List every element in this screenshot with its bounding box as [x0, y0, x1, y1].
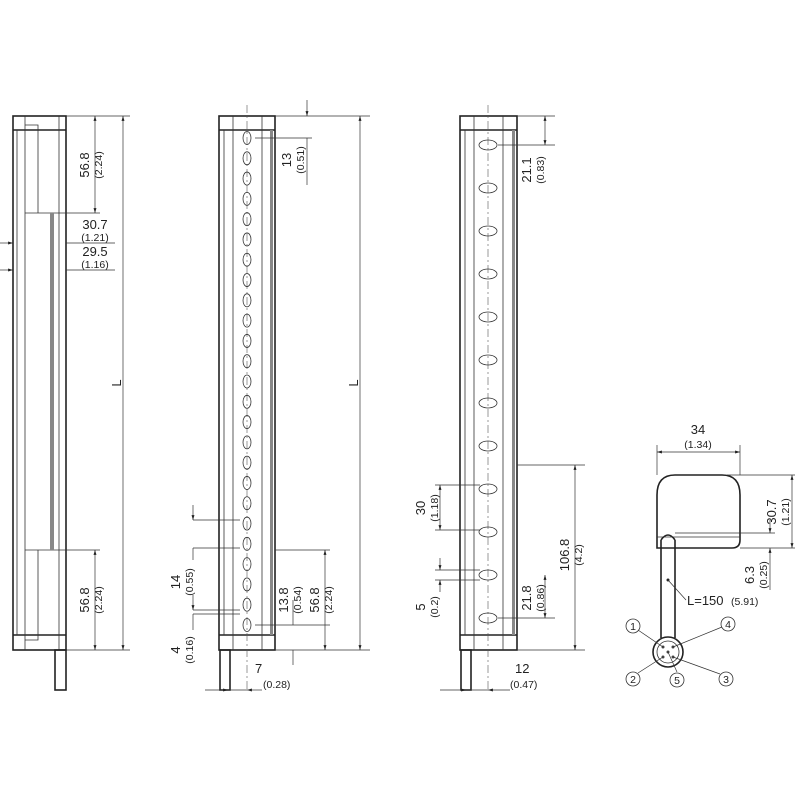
led-lens	[478, 569, 498, 581]
led-lens	[242, 131, 252, 145]
dim-bottom-length: 56.8	[307, 587, 322, 612]
dim-width: 34	[691, 422, 705, 437]
end-view: 34 (1.34) 30.7 (1.21) 6.3 (0.25) L=150 (…	[625, 422, 795, 688]
dim-width-a-in: (1.21)	[81, 232, 108, 244]
led-lens	[478, 612, 498, 624]
pin-3-label: 3	[718, 671, 734, 687]
dim-bottom-length-in: (2.24)	[93, 586, 105, 613]
led-lens	[478, 182, 498, 194]
dim-center-in: (0.28)	[263, 679, 290, 691]
led-column	[242, 131, 252, 632]
dim-top-length-in: (2.24)	[93, 151, 105, 178]
led-lens	[242, 191, 252, 206]
dim-pitch-in: (0.55)	[184, 568, 196, 595]
dim-top-length: 56.8	[77, 152, 92, 177]
dim-total-length: L	[109, 379, 124, 386]
led-lens	[478, 526, 498, 538]
dim-total-length: L	[346, 379, 361, 386]
led-lens	[242, 618, 252, 632]
dim-center: 12	[515, 661, 529, 676]
side-view: 56.8 (2.24) 30.7 (1.21) 29.5 (1.16) L 56…	[0, 115, 130, 691]
dim-height: 30.7	[764, 499, 779, 524]
dim-top-offset-in: (0.83)	[535, 156, 547, 183]
dim-width-b: 29.5	[82, 244, 107, 259]
dim-top-offset: 21.1	[519, 157, 534, 182]
dim-bottom-offset: 21.8	[519, 585, 534, 610]
dim-center: 7	[255, 661, 262, 676]
led-lens	[478, 311, 498, 323]
dim-beam-in: (0.16)	[184, 636, 196, 663]
led-lens	[478, 139, 498, 151]
dim-bottom-length-in: (4.2)	[573, 544, 585, 566]
led-lens	[242, 171, 252, 186]
led-lens	[242, 212, 252, 227]
led-lens	[242, 273, 252, 287]
front-view-dense: 13 (0.51) L 14 (0.55) 4 (0.16) 13.8 (0.5…	[168, 100, 370, 692]
svg-text:2: 2	[630, 674, 636, 686]
led-lens	[242, 415, 252, 429]
dim-width-in: (1.34)	[684, 439, 711, 451]
led-lens	[242, 374, 252, 389]
led-lens	[242, 334, 252, 348]
dim-pitch: 30	[413, 501, 428, 515]
dim-bottom-length: 106.8	[557, 539, 572, 572]
led-lens	[242, 536, 252, 551]
pin-4-label: 4	[720, 616, 736, 632]
led-lens	[242, 232, 252, 247]
dim-top-offset-in: (0.51)	[295, 146, 307, 173]
pin-1-label: 1	[625, 618, 641, 634]
led-lens	[242, 516, 252, 531]
led-lens	[242, 455, 252, 470]
svg-text:5: 5	[674, 675, 680, 687]
led-lens	[242, 354, 252, 369]
dim-bottom-offset: 13.8	[276, 587, 291, 612]
dim-beam: 4	[168, 646, 183, 653]
dim-width-b-in: (1.16)	[81, 259, 108, 271]
cable-length-in: (5.91)	[731, 596, 758, 608]
led-lens	[242, 496, 252, 511]
led-lens	[242, 313, 252, 328]
led-lens	[242, 151, 252, 166]
dim-beam: 5	[413, 603, 428, 610]
led-lens	[478, 354, 498, 366]
svg-text:3: 3	[723, 674, 729, 686]
dim-bottom-offset-in: (0.86)	[535, 584, 547, 611]
led-lens	[478, 268, 498, 280]
dim-bottom-length-in: (2.24)	[323, 586, 335, 613]
front-view-sparse: 21.1 (0.83) 30 (1.18) 5 (0.2) 21.8 (0.86…	[413, 105, 585, 692]
svg-text:1: 1	[630, 621, 636, 633]
led-lens	[478, 397, 498, 409]
dim-top-offset: 13	[279, 153, 294, 167]
cable-length: L=150	[687, 593, 724, 608]
dim-height-in: (1.21)	[780, 498, 792, 525]
pin-5-label: 5	[669, 672, 685, 688]
pin-2-label: 2	[625, 671, 641, 687]
led-lens	[242, 476, 252, 490]
led-lens	[242, 577, 252, 592]
dim-center-in: (0.47)	[510, 679, 537, 691]
led-column	[478, 139, 498, 624]
led-lens	[242, 293, 252, 308]
dim-bottom-length: 56.8	[77, 587, 92, 612]
svg-text:4: 4	[725, 619, 731, 631]
led-lens	[478, 483, 498, 495]
led-lens	[242, 252, 252, 267]
dim-beam-in: (0.2)	[429, 596, 441, 618]
dim-bottom-offset-in: (0.54)	[292, 586, 304, 613]
dim-cable-offset-in: (0.25)	[758, 561, 770, 588]
dim-width-a: 30.7	[82, 217, 107, 232]
led-lens	[242, 557, 252, 572]
dim-cable-offset: 6.3	[742, 566, 757, 584]
dim-pitch: 14	[168, 575, 183, 589]
led-lens	[242, 597, 252, 612]
dim-pitch-in: (1.18)	[429, 494, 441, 521]
led-lens	[478, 225, 498, 237]
led-lens	[242, 394, 252, 409]
led-lens	[242, 435, 252, 450]
led-lens	[478, 440, 498, 452]
